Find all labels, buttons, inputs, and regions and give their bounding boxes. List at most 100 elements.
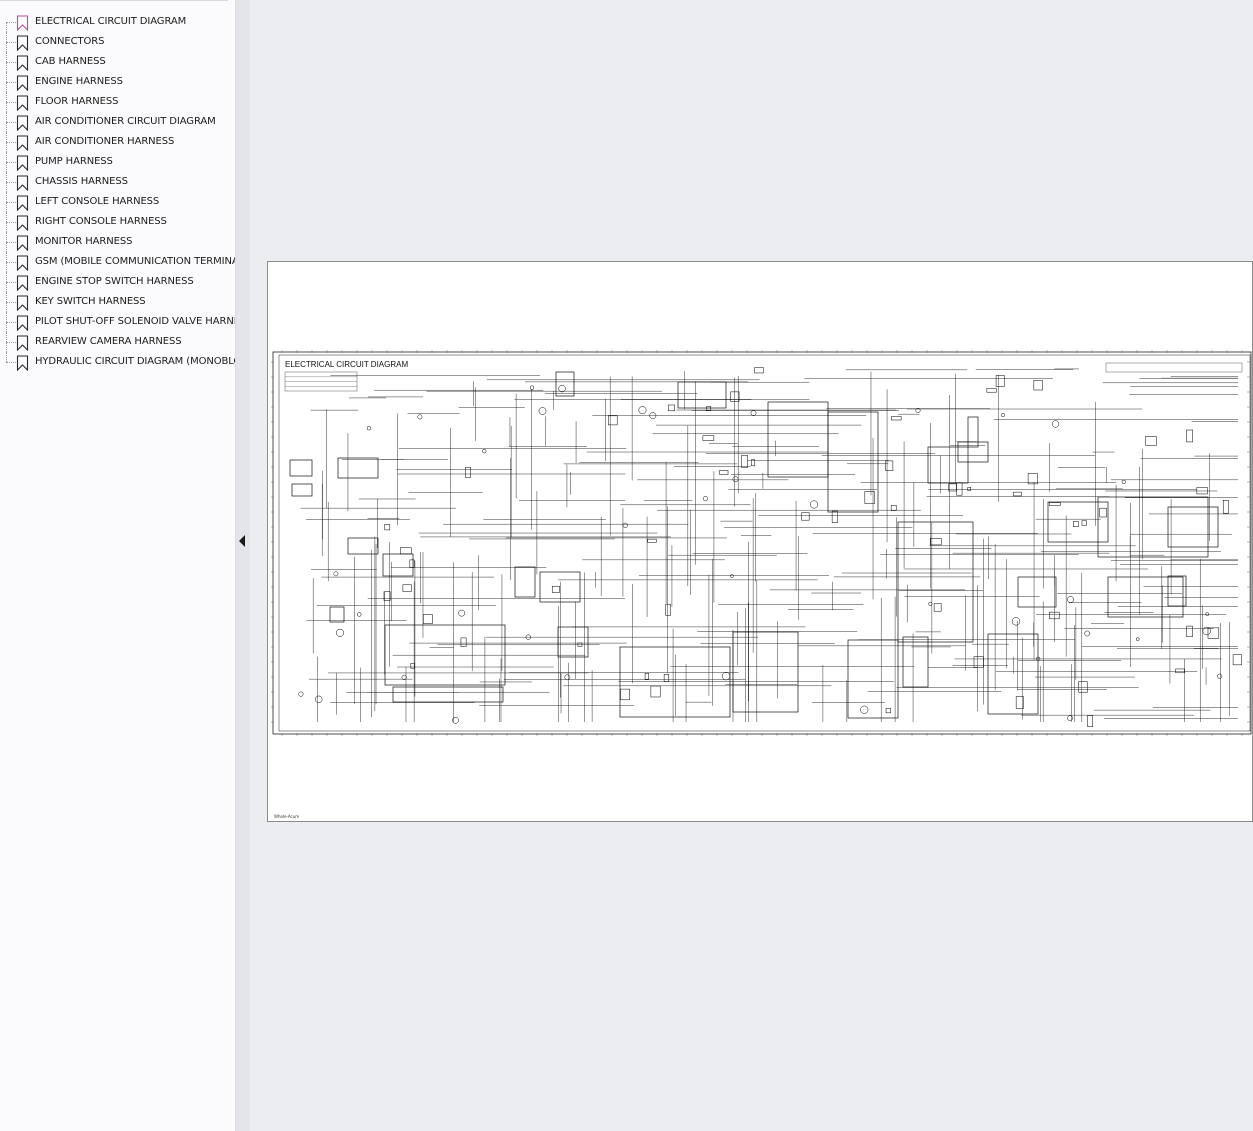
tree-connector bbox=[6, 222, 16, 223]
bookmark-item[interactable]: AIR CONDITIONER CIRCUIT DIAGRAM bbox=[0, 112, 235, 132]
connector bbox=[644, 673, 649, 680]
connector bbox=[1049, 611, 1060, 620]
bookmark-icon bbox=[16, 355, 29, 371]
tree-connector bbox=[6, 82, 16, 83]
connector bbox=[1232, 654, 1242, 666]
tree-connector bbox=[6, 102, 16, 103]
component-symbol bbox=[732, 476, 739, 483]
bookmark-label: LEFT CONSOLE HARNESS bbox=[35, 196, 160, 207]
connector bbox=[1196, 487, 1208, 495]
tree-connector bbox=[6, 22, 16, 23]
bookmark-item[interactable]: GSM (MOBILE COMMUNICATION TERMINAL) HARN… bbox=[0, 252, 235, 272]
bookmark-item[interactable]: PILOT SHUT-OFF SOLENOID VALVE HARNESS bbox=[0, 312, 235, 332]
bookmark-label: CONNECTORS bbox=[35, 36, 105, 47]
connector bbox=[933, 603, 942, 612]
panel-splitter[interactable] bbox=[235, 0, 250, 1131]
tree-connector bbox=[6, 42, 16, 43]
bookmark-icon bbox=[16, 35, 29, 51]
bookmark-label: REARVIEW CAMERA HARNESS bbox=[35, 336, 182, 347]
component-symbol bbox=[558, 384, 566, 393]
connector bbox=[400, 547, 412, 555]
bookmark-item[interactable]: PUMP HARNESS bbox=[0, 152, 235, 172]
component-box bbox=[927, 446, 969, 484]
document-page: ELECTRICAL CIRCUIT DIAGRAM Whole-Acum bbox=[267, 261, 1253, 822]
bookmark-label: KEY SWITCH HARNESS bbox=[35, 296, 146, 307]
bookmark-item[interactable]: ENGINE STOP SWITCH HARNESS bbox=[0, 272, 235, 292]
bookmark-label: MONITOR HARNESS bbox=[35, 236, 133, 247]
component-box bbox=[1017, 576, 1057, 608]
component-box bbox=[384, 624, 506, 686]
bookmark-item[interactable]: ENGINE HARNESS bbox=[0, 72, 235, 92]
component-symbol bbox=[1051, 420, 1060, 428]
connector bbox=[864, 491, 875, 504]
connector bbox=[948, 483, 957, 492]
tree-connector bbox=[6, 352, 7, 362]
component-box bbox=[329, 606, 345, 623]
bookmark-item[interactable]: CAB HARNESS bbox=[0, 52, 235, 72]
component-box bbox=[732, 631, 799, 713]
connector bbox=[1073, 521, 1079, 527]
tree-connector bbox=[6, 202, 16, 203]
bookmark-icon bbox=[16, 115, 29, 131]
bookmark-icon bbox=[16, 335, 29, 351]
component-symbol bbox=[1135, 637, 1140, 641]
connector bbox=[890, 505, 897, 511]
connector bbox=[423, 614, 433, 624]
bookmark-item[interactable]: ELECTRICAL CIRCUIT DIAGRAM bbox=[0, 12, 235, 32]
bookmark-icon bbox=[16, 315, 29, 331]
tree-connector bbox=[6, 322, 16, 323]
connector bbox=[1222, 500, 1229, 514]
component-symbol bbox=[702, 496, 709, 502]
component-box bbox=[902, 636, 929, 688]
connector bbox=[663, 674, 670, 683]
bookmark-icon bbox=[16, 75, 29, 91]
component-symbol bbox=[538, 407, 547, 415]
tree-connector bbox=[6, 262, 16, 263]
connector bbox=[383, 591, 391, 601]
connector bbox=[973, 656, 984, 668]
component-box bbox=[337, 457, 379, 479]
bookmark-label: ELECTRICAL CIRCUIT DIAGRAM bbox=[35, 16, 187, 27]
component-symbol bbox=[366, 426, 372, 431]
component-symbol bbox=[298, 691, 304, 697]
bookmark-icon bbox=[16, 55, 29, 71]
component-box bbox=[555, 371, 575, 397]
component-symbol bbox=[1036, 656, 1041, 661]
bookmark-list: ELECTRICAL CIRCUIT DIAGRAM CONNECTORS CAB … bbox=[0, 12, 235, 372]
bookmark-icon bbox=[16, 135, 29, 151]
connector bbox=[409, 559, 415, 568]
note-box bbox=[1105, 362, 1243, 373]
connector bbox=[1099, 507, 1107, 518]
connector bbox=[650, 685, 661, 698]
collapse-panel-icon[interactable] bbox=[239, 535, 245, 547]
bookmark-item[interactable]: CONNECTORS bbox=[0, 32, 235, 52]
component-box bbox=[677, 381, 727, 409]
bookmark-item[interactable]: LEFT CONSOLE HARNESS bbox=[0, 192, 235, 212]
bookmark-item[interactable]: HYDRAULIC CIRCUIT DIAGRAM (MONOBLOCK BOO… bbox=[0, 352, 235, 372]
bookmark-item[interactable]: KEY SWITCH HARNESS bbox=[0, 292, 235, 312]
connector bbox=[1186, 625, 1193, 637]
connector bbox=[647, 538, 657, 543]
component-symbol bbox=[529, 385, 535, 390]
component-box bbox=[1097, 496, 1209, 558]
component-symbol bbox=[1067, 596, 1074, 603]
connector bbox=[719, 470, 729, 475]
bookmark-item[interactable]: RIGHT CONSOLE HARNESS bbox=[0, 212, 235, 232]
bookmark-label: ENGINE STOP SWITCH HARNESS bbox=[35, 276, 194, 287]
component-box bbox=[539, 571, 581, 603]
tree-connector bbox=[6, 22, 7, 32]
connector bbox=[741, 455, 748, 468]
bookmark-item[interactable]: FLOOR HARNESS bbox=[0, 92, 235, 112]
component-symbol bbox=[915, 408, 921, 413]
component-box bbox=[382, 553, 414, 577]
component-box bbox=[1167, 575, 1187, 607]
bookmark-item[interactable]: AIR CONDITIONER HARNESS bbox=[0, 132, 235, 152]
component-box bbox=[619, 646, 731, 718]
bookmark-item[interactable]: CHASSIS HARNESS bbox=[0, 172, 235, 192]
component-symbol bbox=[333, 571, 339, 577]
bookmark-item[interactable]: REARVIEW CAMERA HARNESS bbox=[0, 332, 235, 352]
connector bbox=[702, 435, 715, 441]
bookmark-icon bbox=[16, 255, 29, 271]
connector bbox=[754, 367, 764, 374]
bookmark-item[interactable]: MONITOR HARNESS bbox=[0, 232, 235, 252]
